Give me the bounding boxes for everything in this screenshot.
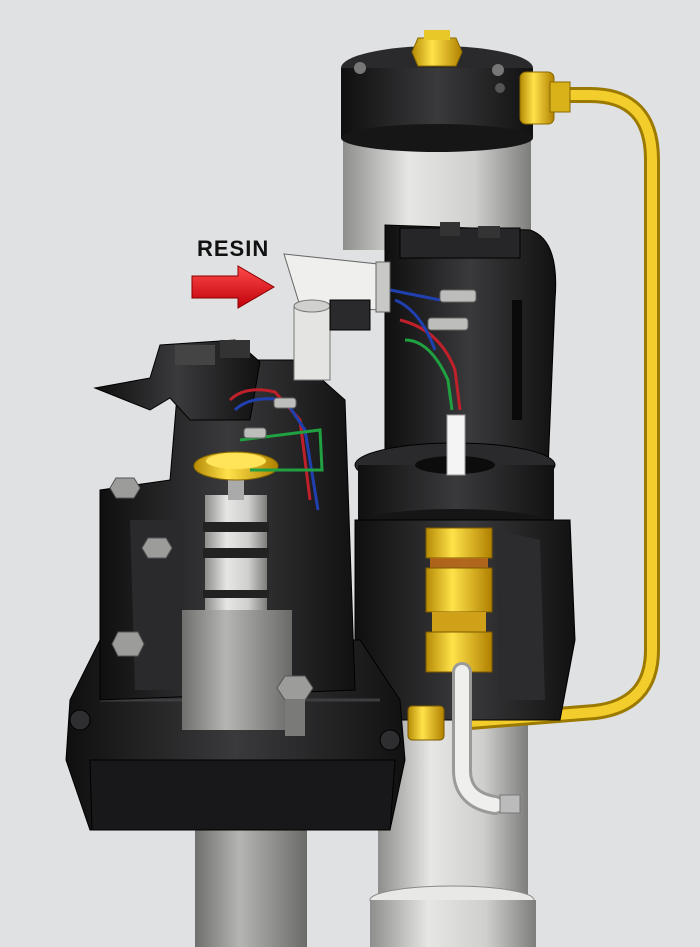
cylinder-top-cap [341, 46, 533, 152]
resin-inlet-fitting [283, 253, 391, 381]
arrow-right-icon [191, 265, 275, 309]
resin-label: RESIN [197, 236, 270, 261]
piston-flange [193, 451, 279, 481]
wire-connectors [243, 289, 477, 439]
top-nut [411, 30, 463, 67]
air-hose [462, 71, 660, 730]
bolts [109, 477, 314, 736]
piston-housing [99, 359, 356, 730]
outlet-hose [452, 662, 521, 815]
